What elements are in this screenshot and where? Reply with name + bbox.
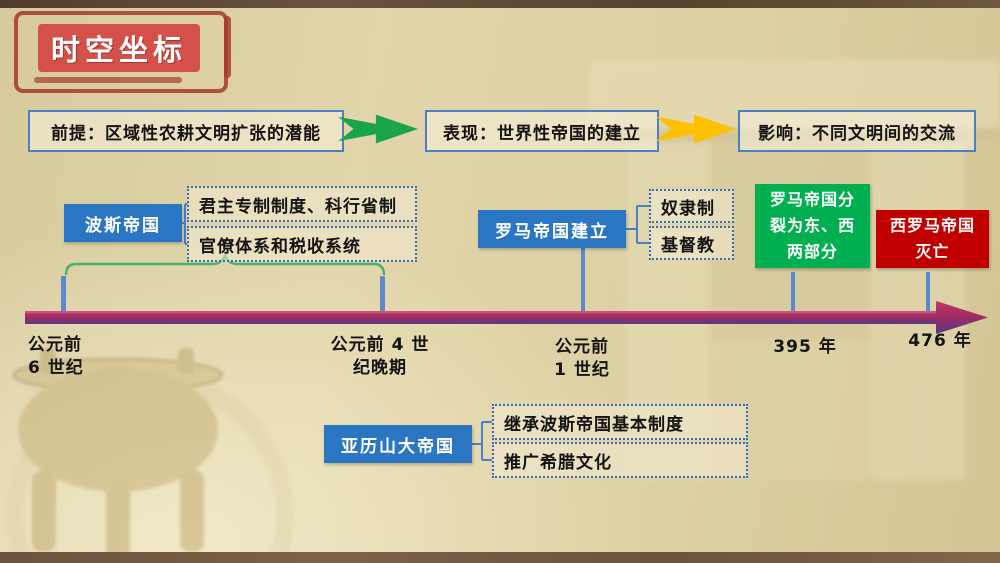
timeline-label-line: 6 世纪 bbox=[28, 358, 84, 378]
persian-connectors bbox=[182, 203, 188, 245]
timeline-label-line: 公元前 bbox=[555, 337, 609, 357]
timeline-label: 476 年 bbox=[898, 330, 982, 353]
title-stamp-brushstroke bbox=[34, 77, 182, 83]
premise-box: 前提：区域性农耕文明扩张的潜能 bbox=[28, 110, 344, 152]
persian-feature: 君主专制制度、科行省制 bbox=[187, 186, 417, 222]
yellow-arrow-right-icon bbox=[656, 114, 736, 144]
alexander-feature: 推广希腊文化 bbox=[492, 442, 748, 478]
timeline-label: 公元前 4 世 纪晚期 bbox=[313, 334, 447, 380]
alexander-empire-label: 亚历山大帝国 bbox=[324, 425, 472, 463]
roman-split-event-box: 罗马帝国分 裂为东、西 两部分 bbox=[755, 184, 870, 268]
timeline-label-line: 395 年 bbox=[773, 337, 837, 357]
persian-empire-label: 波斯帝国 bbox=[64, 204, 182, 242]
timeline-label-line: 公元前 4 世 bbox=[330, 335, 430, 355]
roman-feature: 基督教 bbox=[649, 226, 734, 260]
impact-box: 影响：不同文明间的交流 bbox=[738, 110, 976, 152]
alexander-connectors bbox=[472, 421, 492, 461]
event-line: 西罗马帝国 bbox=[889, 216, 975, 235]
timeline-label: 公元前 6 世纪 bbox=[28, 334, 148, 380]
western-rome-fall-event-box: 西罗马帝国 灭亡 bbox=[876, 210, 989, 268]
timeline-label: 395 年 bbox=[763, 336, 847, 359]
event-line: 罗马帝国分 bbox=[769, 190, 855, 209]
timeline-label-line: 纪晚期 bbox=[353, 358, 407, 378]
alexander-feature: 继承波斯帝国基本制度 bbox=[492, 404, 748, 440]
event-line: 裂为东、西 bbox=[769, 216, 855, 235]
roman-empire-label: 罗马帝国建立 bbox=[478, 210, 626, 248]
photo-frame-bottom-edge bbox=[0, 552, 1000, 563]
persian-span-brace bbox=[64, 253, 386, 276]
roman-feature: 奴隶制 bbox=[649, 189, 734, 223]
photo-frame-top-edge bbox=[0, 0, 1000, 8]
timeline-label-line: 476 年 bbox=[908, 331, 972, 351]
timeline-label-line: 1 世纪 bbox=[554, 360, 610, 380]
title-stamp-brushstroke bbox=[224, 16, 231, 78]
green-arrow-right-icon bbox=[338, 114, 418, 144]
roman-connectors bbox=[626, 205, 649, 244]
page-title: 时空坐标 bbox=[38, 24, 200, 72]
timeline-axis bbox=[25, 301, 988, 334]
timeline-label-line: 公元前 bbox=[28, 335, 82, 355]
persian-feature: 官僚体系和税收系统 bbox=[187, 226, 417, 262]
manifestation-box: 表现：世界性帝国的建立 bbox=[425, 110, 659, 152]
timeline-label: 公元前 1 世纪 bbox=[526, 336, 638, 382]
timeline-arrowhead-icon bbox=[936, 301, 988, 334]
event-line: 灭亡 bbox=[915, 242, 950, 261]
timeline-ticks bbox=[61, 248, 930, 312]
event-line: 两部分 bbox=[786, 242, 838, 261]
